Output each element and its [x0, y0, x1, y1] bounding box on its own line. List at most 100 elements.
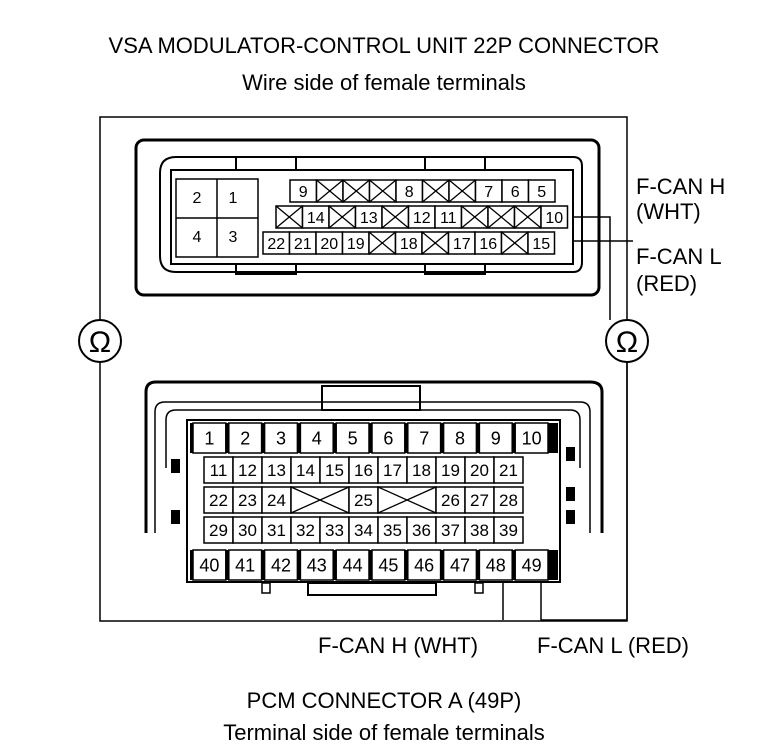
terminal-number: 35	[383, 521, 402, 540]
terminal-cell: 19	[341, 231, 370, 255]
terminal-number: 10	[545, 210, 563, 227]
terminal-cell: 13	[354, 205, 383, 229]
terminal-number: 16	[354, 461, 373, 480]
pcm-side-tab	[566, 487, 575, 501]
terminal-number: 21	[499, 461, 518, 480]
terminal-cell: 37	[435, 516, 466, 544]
terminal-number: 10	[522, 428, 542, 448]
terminal-cell: 35	[377, 516, 408, 544]
terminal-cell: 11	[434, 205, 463, 229]
terminal-number: 16	[479, 236, 497, 253]
terminal-cell: 44	[335, 549, 370, 581]
terminal-cell: 20	[315, 231, 344, 255]
terminal-number: 9	[491, 428, 501, 448]
vsa-top-latch-left	[235, 156, 297, 171]
blank-terminal	[460, 205, 489, 229]
terminal-cell: 45	[371, 549, 406, 581]
terminal-number: 47	[450, 555, 470, 575]
ohm-icon: Ω	[605, 319, 649, 363]
pcm-connector-housing	[144, 380, 604, 533]
terminal-number: 36	[412, 521, 431, 540]
terminal-cell: 15	[319, 456, 350, 484]
vsa-fcan-l-color: (RED)	[636, 271, 698, 296]
terminal-cell: 9	[289, 179, 318, 203]
blank-terminal	[421, 231, 450, 255]
terminal-number: 18	[412, 461, 431, 480]
wire-vsa-fcan-h	[573, 216, 611, 320]
terminal-number: 17	[383, 461, 402, 480]
terminal-cell: 32	[290, 516, 321, 544]
terminal-cell: 16	[348, 456, 379, 484]
terminal-number: 23	[238, 491, 257, 510]
terminal-cell: 28	[493, 486, 524, 514]
terminal-number: 43	[307, 555, 327, 575]
vsa-top-latch-right	[424, 156, 486, 171]
terminal-cell: 36	[406, 516, 437, 544]
terminal-cell: 17	[377, 456, 408, 484]
blank-terminal	[381, 205, 410, 229]
terminal-cell: 14	[290, 456, 321, 484]
terminal-number: 19	[347, 236, 365, 253]
blank-terminal	[448, 179, 477, 203]
terminal-number: 38	[470, 521, 489, 540]
terminal-number: 13	[360, 210, 378, 227]
terminal-number: 4	[312, 428, 322, 448]
terminal-number: 42	[271, 555, 291, 575]
pcm-side-tabs	[171, 447, 575, 524]
terminal-number: 22	[267, 236, 285, 253]
terminal-number: 46	[414, 555, 434, 575]
blank-terminal	[513, 205, 542, 229]
terminal-cell: 48	[478, 549, 513, 581]
terminal-number: 2	[193, 190, 202, 207]
terminal-cell: 24	[261, 486, 292, 514]
pcm-connector-title: PCM CONNECTOR A (49P)	[246, 688, 522, 713]
pcm-fcan-h-label: F-CAN H (WHT)	[318, 633, 479, 658]
terminal-number: 1	[204, 428, 214, 448]
terminal-number: 20	[320, 236, 338, 253]
terminal-cell: 9	[478, 422, 513, 454]
terminal-cell: 13	[261, 456, 292, 484]
terminal-cell: 22	[262, 231, 291, 255]
terminal-cell: 6	[501, 179, 530, 203]
terminal-cell: 46	[407, 549, 442, 581]
terminal-number: 34	[354, 521, 373, 540]
wire-pcm-fcan-l	[540, 362, 628, 621]
vsa-fcan-l-label: F-CAN L	[636, 244, 722, 269]
pcm-housing-inner	[154, 401, 591, 533]
terminal-cell: 21	[288, 231, 317, 255]
pcm-bottom-latch	[307, 582, 437, 596]
pcm-connector-subtitle: Terminal side of female terminals	[223, 720, 545, 745]
pcm-top-latch	[321, 385, 421, 411]
terminal-number: 18	[400, 236, 418, 253]
terminal-cell: 39	[493, 516, 524, 544]
terminal-number: 12	[238, 461, 257, 480]
terminal-cell: 12	[232, 456, 263, 484]
terminal-number: 8	[405, 184, 414, 201]
terminal-number: 15	[532, 236, 550, 253]
terminal-number: 8	[455, 428, 465, 448]
terminal-number: 29	[209, 521, 228, 540]
terminal-cell: 11	[203, 456, 234, 484]
terminal-number: 6	[511, 184, 520, 201]
terminal-cell: 7	[474, 179, 503, 203]
terminal-cell: 47	[442, 549, 478, 581]
pcm-side-tab	[171, 459, 180, 473]
diagram-subtitle: Wire side of female terminals	[242, 70, 526, 95]
terminal-cell: 20	[464, 456, 495, 484]
terminal-cell: 5	[335, 422, 370, 454]
terminal-cell: 8	[442, 422, 478, 454]
ohm-symbol-text: Ω	[616, 326, 638, 359]
terminal-number: 26	[441, 491, 460, 510]
pcm-connector-outline	[144, 380, 604, 596]
terminal-number: 14	[307, 210, 325, 227]
ohm-icon: Ω	[78, 319, 122, 363]
terminal-cell: 16	[474, 231, 503, 255]
terminal-number: 7	[484, 184, 493, 201]
vsa-fcan-h-label: F-CAN H	[636, 174, 726, 199]
terminal-number: 1	[229, 190, 238, 207]
blank-terminal	[487, 205, 516, 229]
terminal-cell: 41	[228, 549, 263, 581]
terminal-cell: 26	[435, 486, 466, 514]
blank-terminal	[368, 231, 397, 255]
